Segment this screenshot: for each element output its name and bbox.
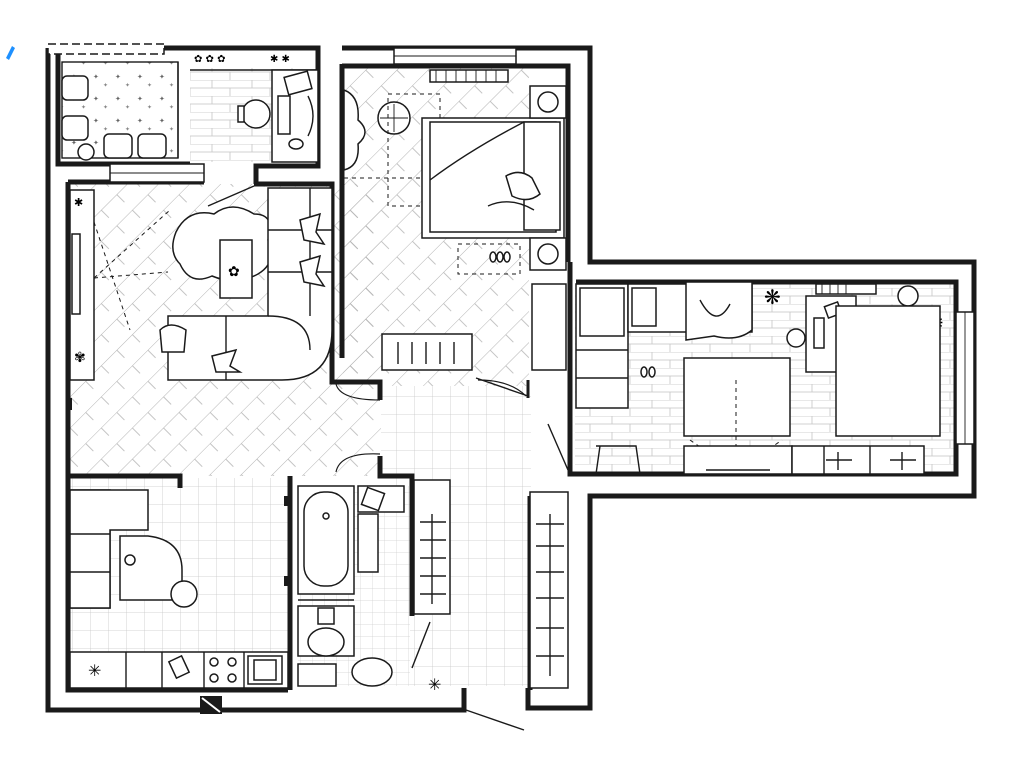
toilet-icon <box>307 627 345 657</box>
wardrobe-icon <box>381 333 473 371</box>
kitchen: ✳ <box>69 489 289 714</box>
plant-icon: ✿ ✿ ✿ <box>194 54 226 65</box>
plant-icon: ❋ <box>764 285 781 309</box>
hallway: ✳ <box>413 479 569 731</box>
clothes-hangers <box>420 514 564 676</box>
radiator <box>429 69 509 83</box>
mirror <box>343 88 366 171</box>
decor-icon: ✱ <box>74 196 83 209</box>
kids-room: ❋ ✺ <box>547 281 944 475</box>
sofa-icon <box>159 187 333 381</box>
plant-icon: ✳ <box>428 675 441 694</box>
sink-icon <box>247 655 283 685</box>
balcony: ✿ ✿ ✿ ✱ ✱ <box>61 54 290 161</box>
bathroom <box>297 453 431 687</box>
armchair-icon <box>61 75 167 159</box>
desk-icon <box>241 99 271 129</box>
shaggy-rug <box>683 357 791 437</box>
master-bedroom <box>343 69 567 397</box>
windows <box>47 43 975 445</box>
plant-icon: ✿ <box>228 264 240 280</box>
living-room: ✱ ✾ ✿ <box>69 185 381 401</box>
bed-icon <box>421 117 565 239</box>
switches <box>68 398 288 586</box>
star-plant-icon: ✱ ✱ <box>270 54 290 65</box>
entrance-door <box>465 709 525 731</box>
stove-icon <box>209 657 237 683</box>
plant-icon: ✳ <box>88 661 101 680</box>
coffee-table <box>219 239 253 299</box>
bunk-bed-icon <box>575 281 753 409</box>
study-nook <box>190 69 319 163</box>
washbasin-icon <box>351 657 393 687</box>
accent-mark <box>6 46 15 60</box>
plant-icon: ✾ <box>74 350 86 366</box>
